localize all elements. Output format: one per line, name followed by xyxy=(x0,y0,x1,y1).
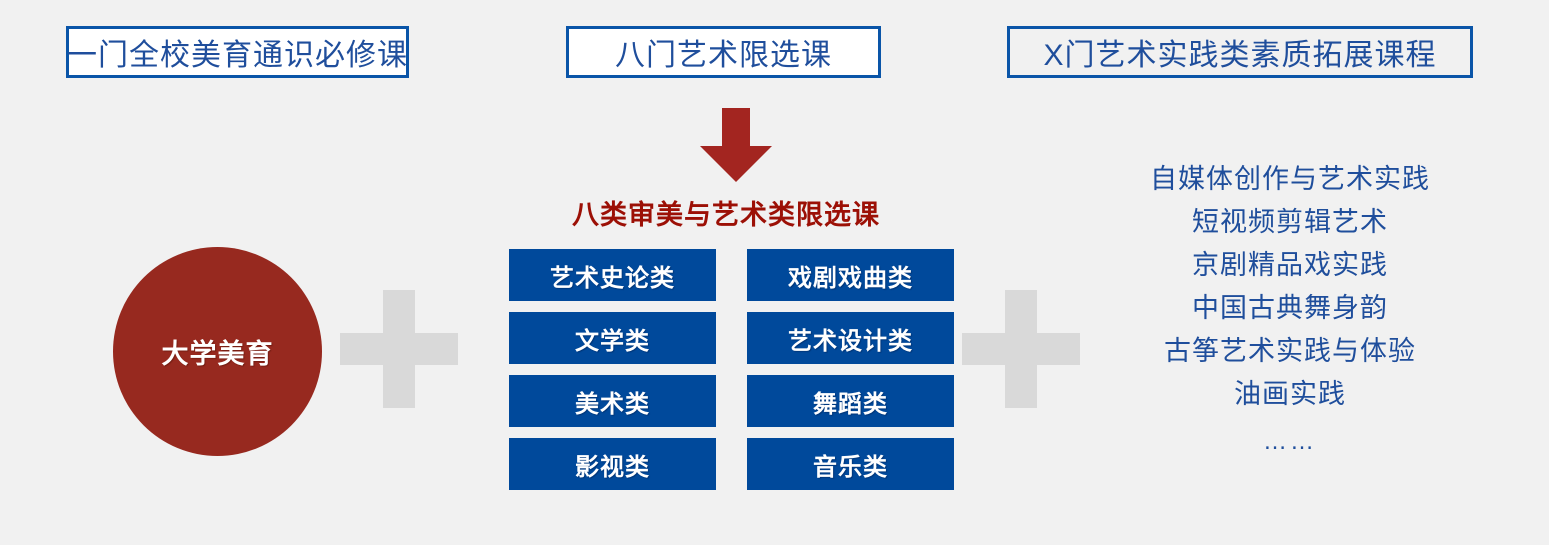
list-item: 短视频剪辑艺术 xyxy=(1192,207,1388,237)
arrow-shaft xyxy=(722,108,750,148)
category-box-fine-arts[interactable]: 美术类 xyxy=(509,375,716,427)
plus-horizontal-bar xyxy=(340,333,458,365)
practice-course-list: 自媒体创作与艺术实践 短视频剪辑艺术 京剧精品戏实践 中国古典舞身韵 古筝艺术实… xyxy=(1080,158,1500,468)
arrow-head xyxy=(700,146,772,182)
plus-icon-right xyxy=(962,290,1080,408)
plus-horizontal-bar xyxy=(962,333,1080,365)
category-box-film-television[interactable]: 影视类 xyxy=(509,438,716,490)
header-box-label: 一门全校美育通识必修课 xyxy=(67,39,408,72)
category-box-music[interactable]: 音乐类 xyxy=(747,438,954,490)
category-column-left: 艺术史论类 文学类 美术类 影视类 xyxy=(509,249,716,490)
category-grid: 艺术史论类 文学类 美术类 影视类 戏剧戏曲类 艺术设计类 舞蹈类 音乐类 xyxy=(509,249,954,492)
list-item: 古筝艺术实践与体验 xyxy=(1164,336,1416,366)
category-box-literature[interactable]: 文学类 xyxy=(509,312,716,364)
list-item: 自媒体创作与艺术实践 xyxy=(1150,164,1430,194)
category-box-drama-opera[interactable]: 戏剧戏曲类 xyxy=(747,249,954,301)
category-box-art-design[interactable]: 艺术设计类 xyxy=(747,312,954,364)
category-column-right: 戏剧戏曲类 艺术设计类 舞蹈类 音乐类 xyxy=(747,249,954,490)
arrow-down-icon xyxy=(700,108,772,182)
header-box-label: X门艺术实践类素质拓展课程 xyxy=(1043,39,1437,72)
header-box-label: 八门艺术限选课 xyxy=(615,39,832,72)
header-box-art-practice-courses: X门艺术实践类素质拓展课程 xyxy=(1007,26,1473,78)
center-section-heading: 八类审美与艺术类限选课 xyxy=(572,200,880,230)
header-box-general-required-course: 一门全校美育通识必修课 xyxy=(66,26,409,78)
category-box-art-history[interactable]: 艺术史论类 xyxy=(509,249,716,301)
list-item: 京剧精品戏实践 xyxy=(1192,250,1388,280)
circle-university-aesthetic-education: 大学美育 xyxy=(113,247,322,456)
list-item: 中国古典舞身韵 xyxy=(1192,293,1388,323)
list-item-ellipsis: …… xyxy=(1263,428,1317,455)
circle-label: 大学美育 xyxy=(161,339,274,369)
plus-icon-left xyxy=(340,290,458,408)
list-item: 油画实践 xyxy=(1234,379,1346,409)
header-box-art-elective-courses: 八门艺术限选课 xyxy=(566,26,881,78)
category-box-dance[interactable]: 舞蹈类 xyxy=(747,375,954,427)
